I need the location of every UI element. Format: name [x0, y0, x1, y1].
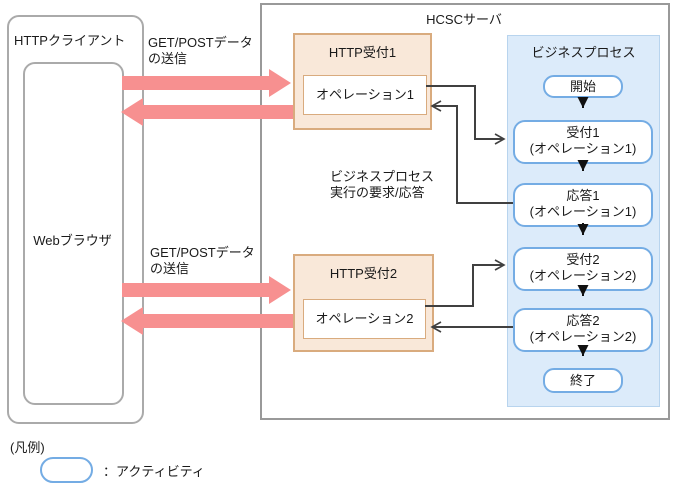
label-bp-request-response: ビジネスプロセス 実行の要求/応答 [330, 169, 435, 200]
label-get-post-send-2: GET/POSTデータ の送信 [150, 245, 255, 276]
http-reception-1-title: HTTP受付1 [328, 45, 397, 60]
legend-activity-label: ：アクティビティ [103, 464, 205, 479]
http-client-title: HTTPクライアント [14, 33, 126, 48]
operation-1-box: オペレーション1 [303, 75, 427, 115]
activity-response-1: 応答1 (オペレーション1) [513, 183, 653, 227]
activity-reception-2: 受付2 (オペレーション2) [513, 247, 653, 291]
label-get-post-send-1: GET/POSTデータ の送信 [148, 35, 253, 66]
activity-end: 終了 [543, 368, 623, 393]
activity-reception-1: 受付1 (オペレーション1) [513, 120, 653, 164]
hcsc-server-title: HCSCサーバ [426, 12, 502, 27]
legend-title: (凡例) [10, 440, 45, 455]
business-process-title: ビジネスプロセス [531, 45, 636, 60]
activity-start: 開始 [543, 75, 623, 98]
operation-2-box: オペレーション2 [303, 299, 426, 339]
http-reception-2-title: HTTP受付2 [329, 266, 398, 281]
web-browser-box [23, 62, 124, 405]
activity-response-2: 応答2 (オペレーション2) [513, 308, 653, 352]
web-browser-label: Webブラウザ [33, 233, 112, 248]
legend-activity-shape [40, 457, 93, 483]
